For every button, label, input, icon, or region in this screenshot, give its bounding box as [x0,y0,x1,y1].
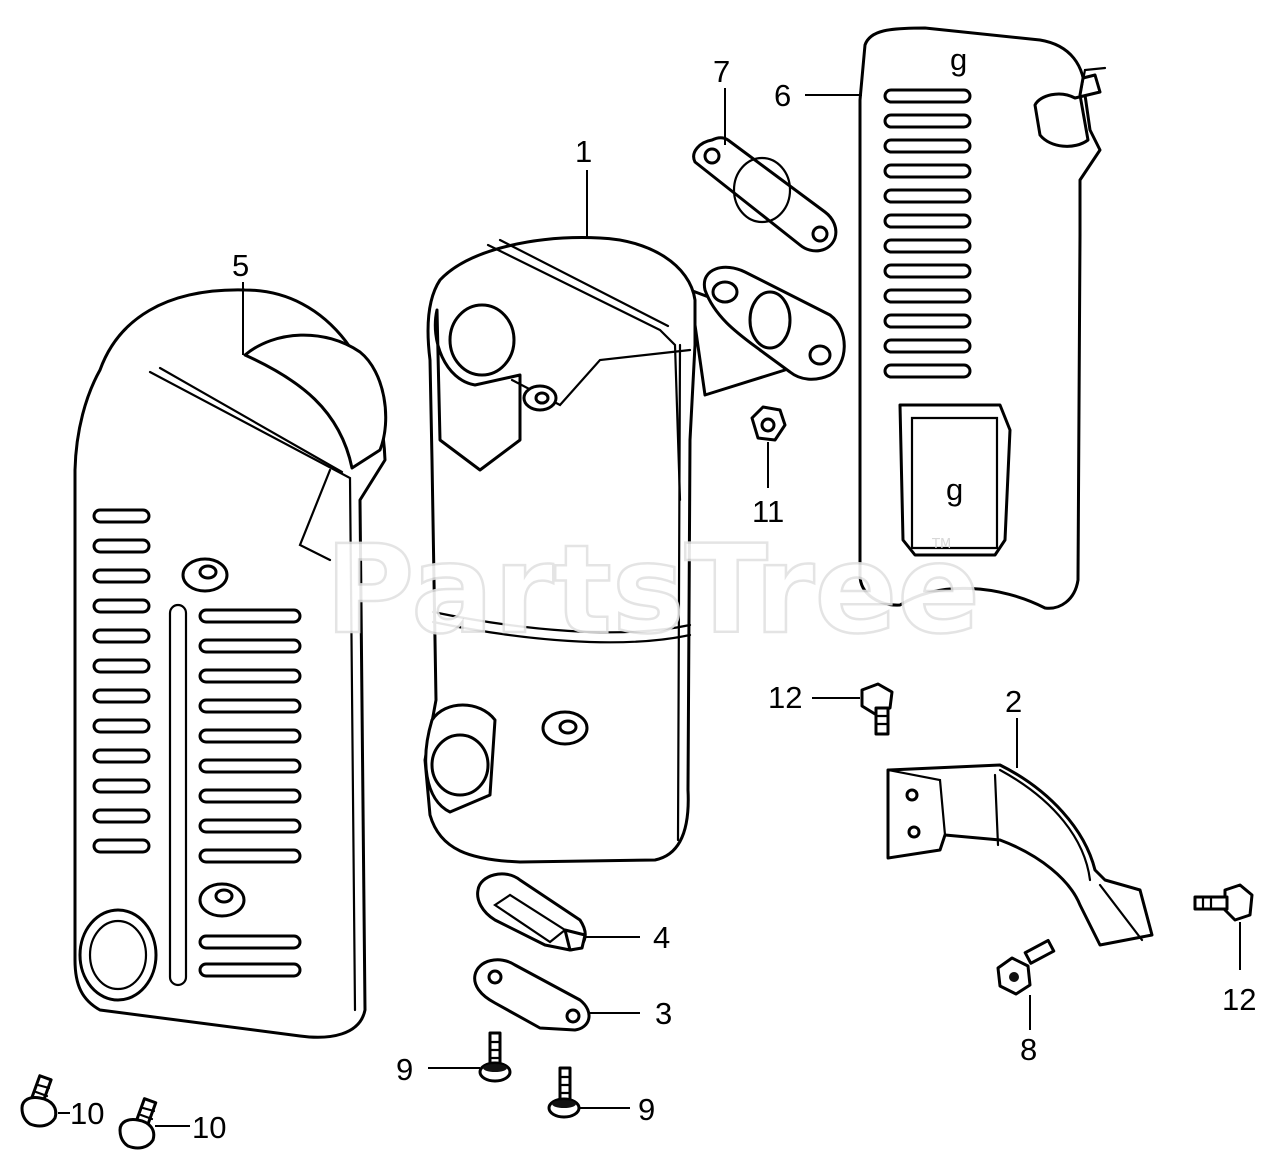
part-12-bolt-upper[interactable] [860,682,894,736]
part-7-gasket[interactable] [692,136,838,253]
callout-8: 8 [1020,1032,1037,1067]
callout-1: 1 [575,134,592,169]
emboss-mark-top: g [950,42,967,77]
part-9-screw-upper[interactable] [478,1031,512,1083]
callout-3: 3 [655,996,672,1031]
part-3-plate[interactable] [473,958,591,1032]
callout-6: 6 [774,78,791,113]
part-2-stay-bracket[interactable] [886,763,1154,947]
part-10-bolt-left[interactable] [20,1074,58,1128]
part-11-nut[interactable] [750,405,787,442]
part-9-screw-lower[interactable] [547,1066,581,1119]
part-12-bolt-right[interactable] [1193,883,1254,922]
callout-4: 4 [653,920,670,955]
part-6-vent-slots [883,88,972,379]
emboss-mark-bottom: g [946,472,963,507]
callout-12a: 12 [768,680,802,715]
watermark-trademark: TM [931,537,951,552]
callout-5: 5 [232,248,249,283]
callout-7: 7 [713,54,730,89]
callout-10a: 10 [70,1096,104,1131]
callout-10b: 10 [192,1110,226,1145]
part-5-vent-slots [92,508,302,978]
watermark-text: PartsTree [325,519,980,661]
callout-9b: 9 [638,1092,655,1127]
callout-11: 11 [752,494,784,529]
callout-9a: 9 [396,1052,413,1087]
part-8-bolt[interactable] [996,938,1056,996]
part-4-joint-guide[interactable] [476,872,587,952]
part-5-muffler-protector[interactable] [73,288,388,1039]
callout-2: 2 [1005,684,1022,719]
part-1-muffler[interactable] [423,236,846,864]
part-10-bolt-right[interactable] [118,1097,158,1150]
callout-12b: 12 [1222,982,1256,1017]
part-6-heat-shield[interactable]: g g [858,26,1107,610]
